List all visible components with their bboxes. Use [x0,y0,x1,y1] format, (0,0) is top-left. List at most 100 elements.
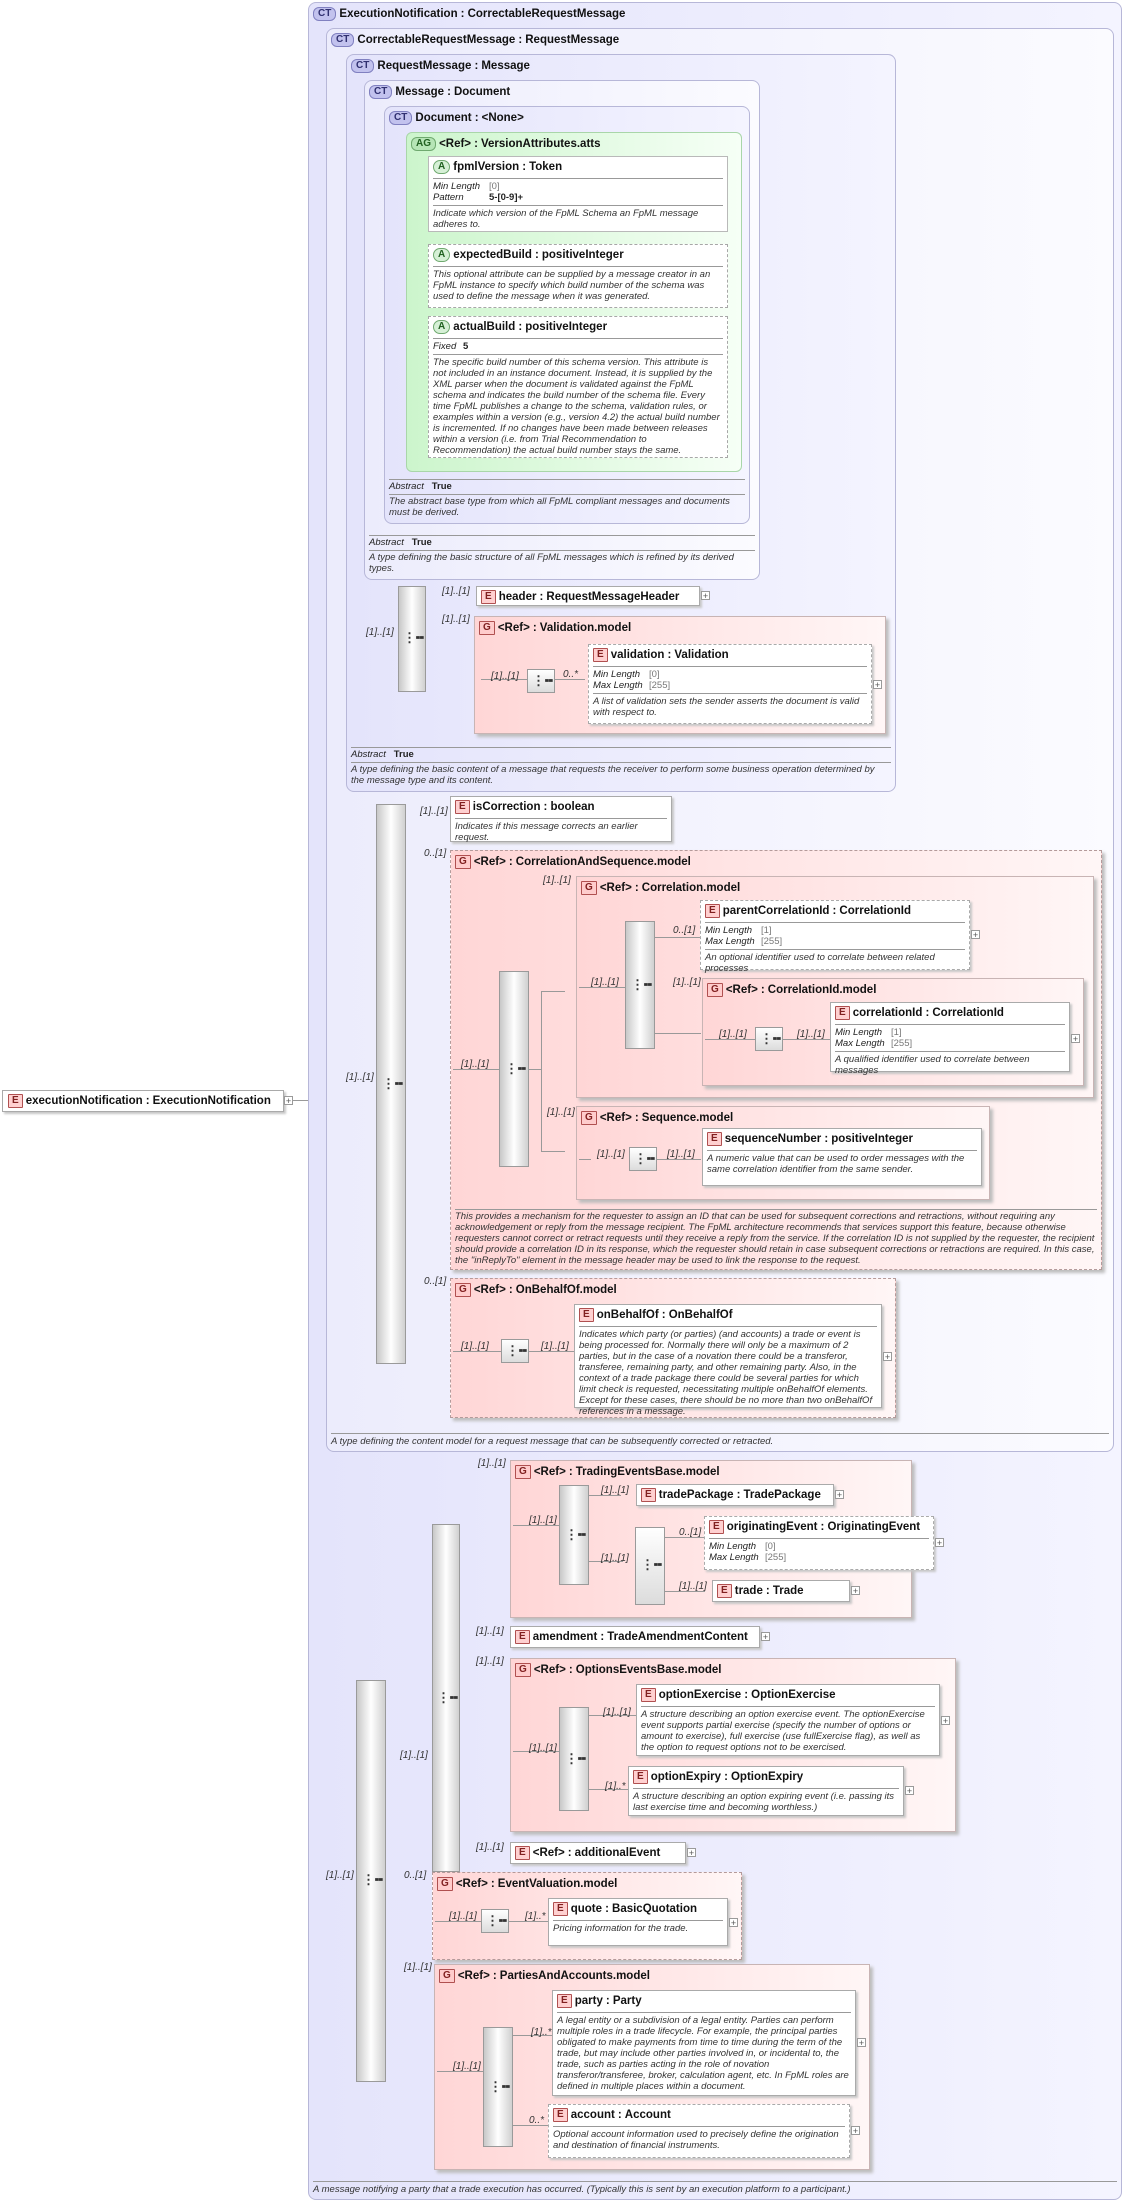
group-badge-icon: G [515,1465,531,1479]
sequence-icon: ⋮╍ [634,1151,655,1166]
expand-plus-icon[interactable]: + [873,680,882,690]
element-badge-icon: E [641,1488,656,1502]
complex-type-badge-icon: CT [369,85,393,99]
expand-plus-icon[interactable]: + [971,930,980,940]
element-is-correction[interactable]: E isCorrection : boolean Indicates if th… [450,796,672,843]
expand-plus-icon[interactable]: + [284,1096,293,1106]
complex-type-badge-icon: CT [313,7,337,21]
sequence-compositor[interactable]: ⋮╍ [559,1707,589,1811]
element-badge-icon: E [593,648,608,662]
expand-plus-icon[interactable]: + [941,1716,950,1726]
element-quote[interactable]: E quote : BasicQuotation Pricing informa… [548,1898,728,1946]
expand-plus-icon[interactable]: + [687,1848,696,1858]
sequence-compositor[interactable]: ⋮╍ [499,971,529,1167]
element-header[interactable]: E header : RequestMessageHeader [476,586,700,606]
ct-document-doc: The abstract base type from which all Fp… [389,496,730,518]
sequence-compositor[interactable]: ⋮╍ [398,586,426,692]
group-badge-icon: G [581,1111,597,1125]
element-on-behalf-of[interactable]: E onBehalfOf : OnBehalfOf Indicates whic… [574,1304,882,1417]
sequence-compositor[interactable]: ⋮╍ [481,1909,509,1933]
sequence-compositor[interactable]: ⋮╍ [559,1485,589,1585]
element-validation[interactable]: E validation : Validation Min Length[0] … [588,644,872,724]
sequence-icon: ⋮╍ [631,977,652,992]
sequence-compositor[interactable]: ⋮╍ [356,1680,386,2082]
element-badge-icon: E [455,800,470,814]
ct-correctable-doc: A type defining the content model for a … [331,1436,774,1447]
sequence-compositor[interactable]: ⋮╍ [483,2027,513,2147]
sequence-compositor[interactable]: ⋮╍ [629,1147,657,1171]
expand-plus-icon[interactable]: + [883,1352,892,1362]
element-option-expiry[interactable]: E optionExpiry : OptionExpiry A structur… [628,1766,904,1816]
sequence-compositor[interactable]: ⋮╍ [527,669,555,693]
expand-plus-icon[interactable]: + [935,1538,944,1548]
expand-plus-icon[interactable]: + [729,1918,738,1928]
attribute-badge-icon: A [433,160,451,174]
expand-plus-icon[interactable]: + [857,2038,866,2048]
group-badge-icon: G [455,855,471,869]
attribute-fpml-version[interactable]: A fpmlVersion : Token Min Length[0] Patt… [428,156,728,232]
element-trade-package[interactable]: E tradePackage : TradePackage [636,1484,834,1506]
sequence-icon: ⋮╍ [505,1061,526,1076]
sequence-icon: ⋮╍ [403,630,424,645]
element-trade[interactable]: E trade : Trade [712,1580,850,1602]
attribute-group-badge-icon: AG [411,137,436,151]
sequence-icon: ⋮╍ [486,1913,507,1928]
element-badge-icon: E [553,2108,568,2122]
element-correlation-id[interactable]: E correlationId : CorrelationId Min Leng… [830,1002,1070,1076]
element-parent-correlation-id[interactable]: E parentCorrelationId : CorrelationId Mi… [700,900,970,974]
sequence-compositor[interactable]: ⋮╍ [501,1339,529,1363]
sequence-icon: ⋮╍ [382,1076,403,1091]
element-badge-icon: E [8,1094,23,1108]
element-option-exercise[interactable]: E optionExercise : OptionExercise A stru… [636,1684,940,1756]
attribute-badge-icon: A [433,320,451,334]
sequence-compositor[interactable]: ⋮╍ [755,1027,783,1051]
choice-compositor[interactable]: ⋮╍ [432,1524,460,1872]
element-originating-event[interactable]: E originatingEvent : OriginatingEvent Mi… [704,1516,934,1570]
attribute-expected-build[interactable]: A expectedBuild : positiveInteger This o… [428,244,728,308]
root-element-name: executionNotification [25,1094,143,1107]
complex-type-badge-icon: CT [351,59,375,73]
sequence-compositor[interactable]: ⋮╍ [635,1527,665,1605]
element-badge-icon: E [707,1132,722,1146]
element-amendment[interactable]: E amendment : TradeAmendmentContent [510,1626,760,1648]
sequence-icon: ⋮╍ [641,1557,662,1572]
element-badge-icon: E [641,1688,656,1702]
element-badge-icon: E [515,1630,530,1644]
expand-plus-icon[interactable]: + [851,2126,860,2136]
expand-plus-icon[interactable]: + [835,1490,844,1500]
complex-type-badge-icon: CT [389,111,413,125]
element-badge-icon: E [705,904,720,918]
element-account[interactable]: E account : Account Optional account inf… [548,2104,850,2158]
ct-request-doc: A type defining the basic content of a m… [351,764,875,786]
sequence-icon: ⋮╍ [506,1343,527,1358]
element-badge-icon: E [553,1902,568,1916]
element-badge-icon: E [515,1846,530,1860]
element-badge-icon: E [717,1584,732,1598]
group-correlation-and-sequence-doc: This provides a mechanism for the reques… [455,1211,1095,1266]
expand-plus-icon[interactable]: + [851,1586,860,1596]
sequence-compositor[interactable]: ⋮╍ [376,804,406,1364]
element-badge-icon: E [633,1770,648,1784]
ct-execution-title: CT ExecutionNotification : CorrectableRe… [313,7,625,21]
expand-plus-icon[interactable]: + [701,591,710,601]
element-party[interactable]: E party : Party A legal entity or a subd… [552,1990,856,2096]
expand-plus-icon[interactable]: + [1071,1034,1080,1044]
complex-type-badge-icon: CT [331,33,355,47]
expand-plus-icon[interactable]: + [905,1786,914,1796]
element-additional-event[interactable]: E <Ref> : additionalEvent [510,1842,686,1864]
root-element-type: ExecutionNotification [152,1094,271,1107]
group-badge-icon: G [515,1663,531,1677]
root-element[interactable]: E executionNotification : ExecutionNotif… [2,1090,284,1112]
group-badge-icon: G [455,1283,471,1297]
sequence-compositor[interactable]: ⋮╍ [625,921,655,1049]
group-badge-icon: G [439,1969,455,1983]
element-badge-icon: E [481,590,496,604]
choice-icon: ⋮╍ [437,1690,458,1705]
element-sequence-number[interactable]: E sequenceNumber : positiveInteger A num… [702,1128,982,1186]
group-badge-icon: G [437,1877,453,1891]
sequence-icon: ⋮╍ [532,673,553,688]
sequence-icon: ⋮╍ [565,1751,586,1766]
ct-message-doc: A type defining the basic structure of a… [369,552,734,574]
expand-plus-icon[interactable]: + [761,1632,770,1642]
